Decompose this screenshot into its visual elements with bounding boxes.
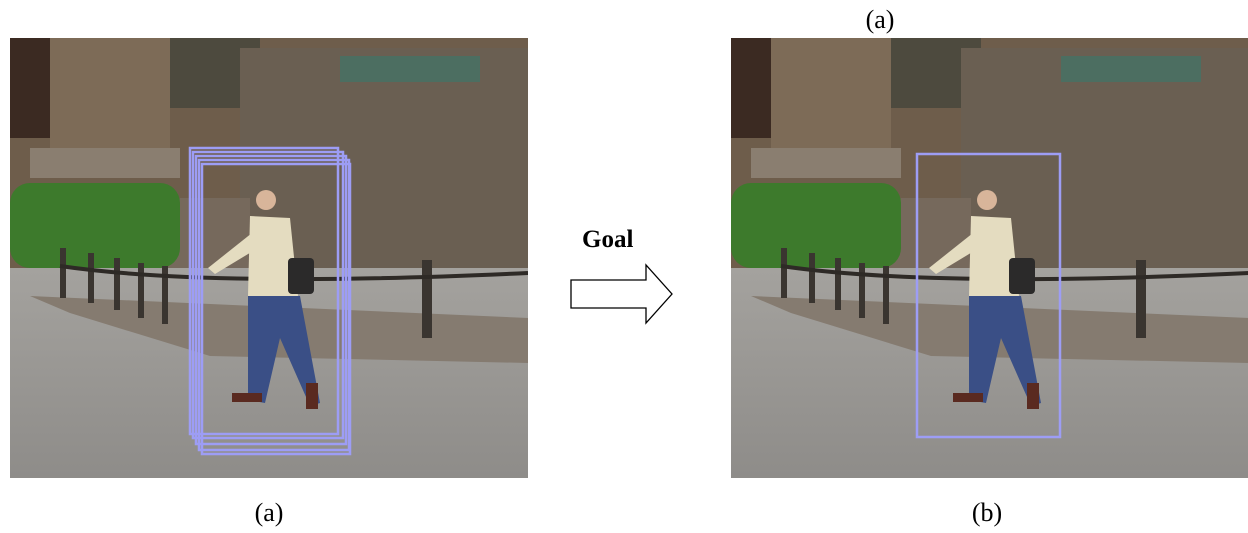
pedestrian (208, 190, 320, 409)
top-caption: (a) (865, 5, 895, 34)
balustrade (751, 148, 901, 178)
goal-label: Goal (582, 226, 634, 253)
caption-b: (b) (971, 498, 1003, 527)
photo-panel-b (731, 38, 1248, 478)
hedge (731, 183, 901, 268)
relief-frieze (1061, 56, 1201, 82)
balustrade (30, 148, 180, 178)
scene-photo-a (10, 38, 528, 478)
building-wall (771, 38, 891, 168)
candidate-box (194, 154, 348, 446)
candidate-box (188, 146, 340, 436)
candidate-box (191, 150, 345, 440)
scene-photo-b (731, 38, 1248, 478)
building-window (10, 38, 50, 138)
hedge (10, 183, 180, 268)
relief-frieze (340, 56, 480, 82)
caption-a: (a) (254, 498, 284, 527)
candidate-boxes (188, 146, 352, 456)
building-wall (50, 38, 170, 168)
pedestrian (929, 190, 1041, 409)
goal-box (915, 152, 1062, 439)
photo-panel-a (10, 38, 528, 478)
candidate-box (200, 162, 352, 456)
building-window (731, 38, 771, 138)
right-arrow-icon (570, 263, 673, 325)
